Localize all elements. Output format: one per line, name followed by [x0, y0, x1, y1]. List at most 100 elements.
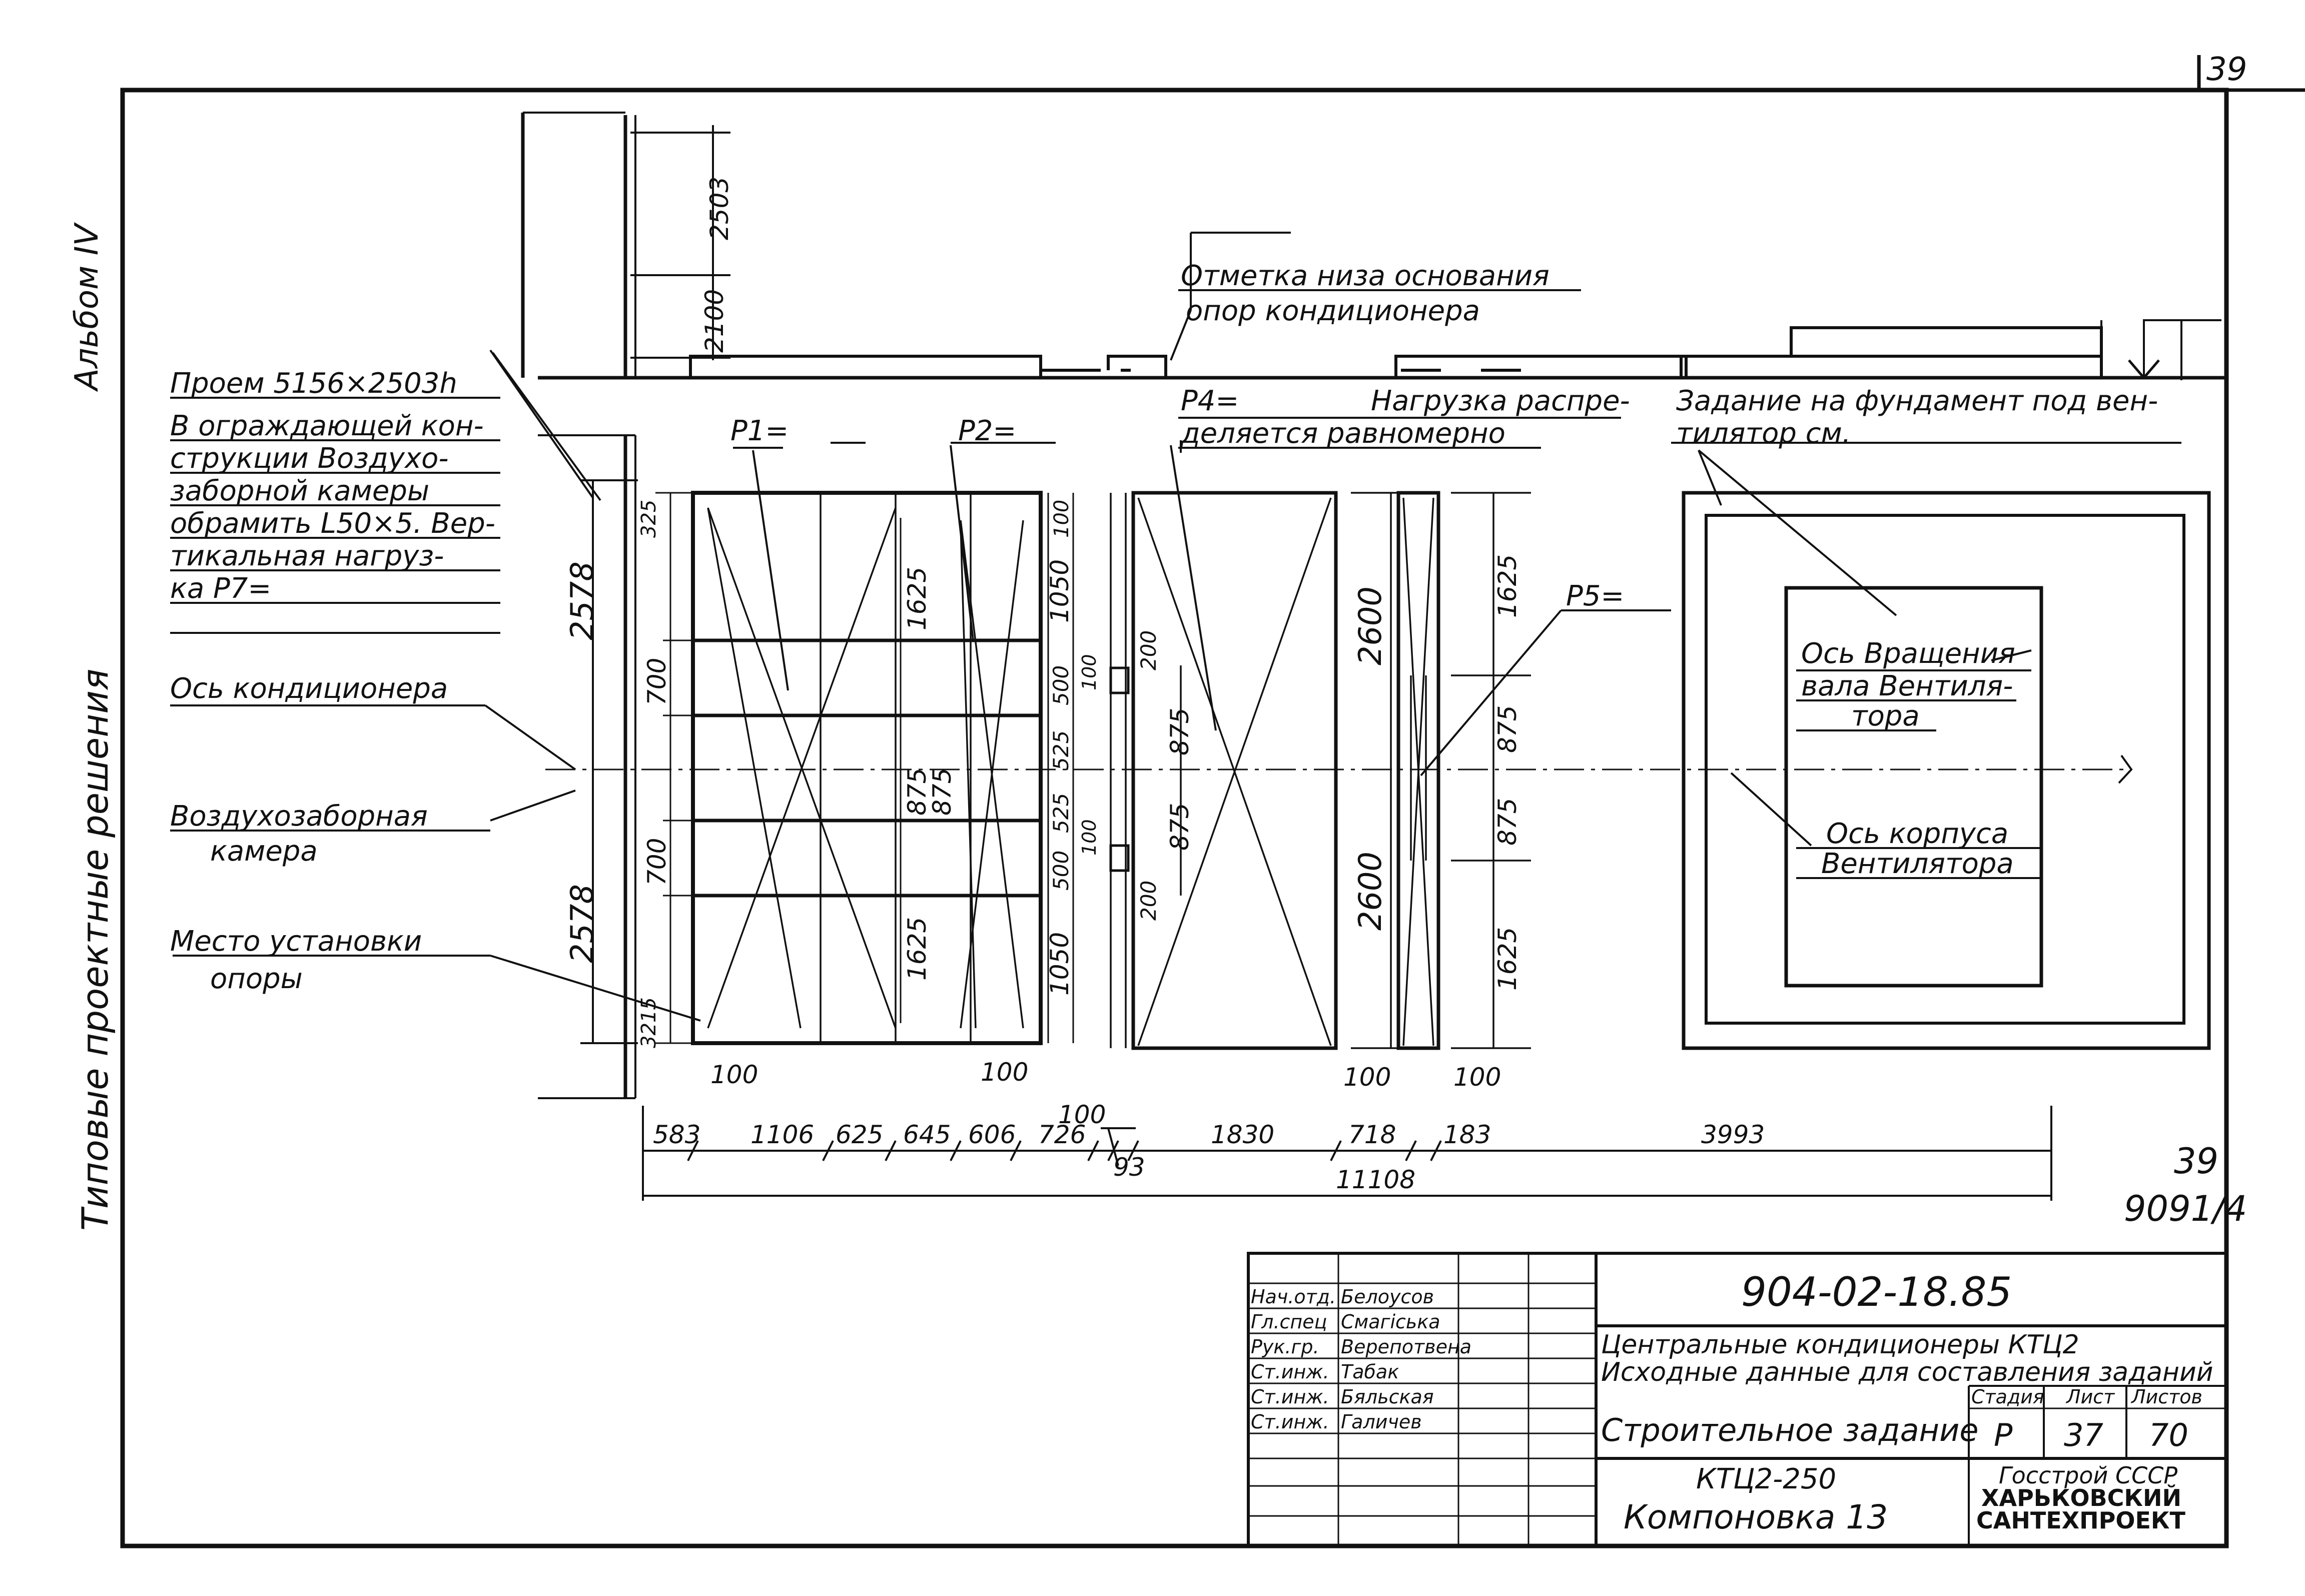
svg-text:Галичев: Галичев: [1341, 1411, 1422, 1433]
org-line-3: САНТЕХПРОЕКТ: [1976, 1507, 2185, 1534]
svg-text:100: 100: [1343, 1063, 1391, 1092]
svg-text:ка P7=: ка P7=: [170, 572, 271, 605]
svg-text:В ограждающей кон-: В ограждающей кон-: [170, 410, 484, 442]
fan-body: [1784, 586, 2043, 988]
svg-text:обрамить L50×5. Вер-: обрамить L50×5. Вер-: [170, 507, 495, 540]
svg-text:струкции Воздухо-: струкции Воздухо-: [170, 442, 449, 475]
svg-text:Ст.инж.: Ст.инж.: [1251, 1411, 1329, 1433]
model-label: КТЦ2-250: [1696, 1463, 1836, 1495]
svg-text:11108: 11108: [1336, 1165, 1415, 1194]
svg-text:Рук.гр.: Рук.гр.: [1251, 1336, 1319, 1358]
svg-text:Проем 5156×2503h: Проем 5156×2503h: [170, 367, 457, 400]
svg-text:Смагіська: Смагіська: [1341, 1311, 1440, 1333]
p4-label: P4=: [1181, 385, 1239, 417]
svg-text:1830: 1830: [1211, 1120, 1274, 1149]
svg-text:Ст.инж.: Ст.инж.: [1251, 1361, 1329, 1383]
svg-text:500: 500: [1049, 851, 1073, 891]
svg-text:875: 875: [1165, 803, 1194, 851]
svg-text:тикальная нагруз-: тикальная нагруз-: [170, 540, 444, 572]
p4-load-label-2: деляется равномерно: [1180, 417, 1505, 450]
air-chamber-label-2: камера: [210, 835, 318, 868]
svg-text:726: 726: [1038, 1120, 1086, 1149]
org-line-1: Госстрой СССР: [1999, 1462, 2177, 1489]
dimension-labels: 2503 2100 2578 2578 325 3215 700 700 162…: [564, 177, 1765, 1194]
fan-task-label: Задание на фундамент под вен-: [1676, 385, 2158, 417]
layout-label: Компоновка 13: [1624, 1498, 1888, 1536]
title-block-roles: Нач.отд. Белоусов Гл.спец Смагіська Рук.…: [1251, 1286, 1471, 1433]
opening-annotation: Проем 5156×2503h В ограждающей кон- стру…: [170, 367, 495, 605]
title-block: [1247, 1252, 2228, 1547]
svg-text:875: 875: [1493, 705, 1522, 753]
p1-label: P1=: [730, 415, 789, 447]
support-place-label-2: опоры: [210, 963, 303, 995]
fan-axis-label-3: тора: [1851, 700, 1920, 732]
svg-text:Гл.спец: Гл.спец: [1251, 1311, 1327, 1333]
svg-text:875: 875: [1493, 798, 1522, 846]
sheet-value: 37: [2064, 1417, 2103, 1453]
svg-text:625: 625: [836, 1120, 883, 1149]
svg-text:525: 525: [1049, 730, 1073, 770]
svg-text:2600: 2600: [1352, 852, 1388, 931]
svg-text:2100: 2100: [700, 289, 729, 353]
svg-text:заборной камеры: заборной камеры: [170, 475, 429, 507]
fan-axis-label-2: вала Вентиля-: [1801, 670, 2013, 702]
p5-label: P5=: [1566, 580, 1624, 612]
side-ref-code: 9091/4: [2124, 1188, 2247, 1229]
svg-text:606: 606: [968, 1120, 1016, 1149]
svg-text:1050: 1050: [1045, 932, 1074, 996]
org-line-2: ХАРЬКОВСКИЙ: [1981, 1484, 2181, 1511]
svg-text:700: 700: [642, 658, 671, 705]
svg-text:200: 200: [1136, 881, 1161, 921]
svg-text:183: 183: [1443, 1120, 1491, 1149]
sheet-header: Лист: [2065, 1386, 2115, 1408]
page-number: 39: [2206, 51, 2247, 88]
svg-text:200: 200: [1136, 630, 1161, 670]
doc-code: 904-02-18.85: [1741, 1269, 2012, 1315]
series-title: Типовые проектные решения: [74, 669, 116, 1231]
svg-text:875: 875: [928, 768, 957, 816]
sheet-border: [120, 88, 2229, 1548]
svg-text:583: 583: [653, 1120, 700, 1149]
svg-text:100: 100: [1453, 1063, 1501, 1092]
fan-body-axis-label-2: Вентилятора: [1821, 848, 2014, 880]
fan-axis-label: Ось Вращения: [1801, 637, 2015, 670]
support-place-label: Место установки: [170, 925, 422, 958]
svg-text:100: 100: [1078, 654, 1100, 690]
svg-text:Белоусов: Белоусов: [1341, 1286, 1434, 1308]
album-title: Альбом IV: [69, 222, 106, 392]
svg-text:Бяльская: Бяльская: [1341, 1386, 1434, 1408]
svg-text:2600: 2600: [1352, 586, 1388, 665]
svg-text:100: 100: [1058, 1100, 1106, 1129]
svg-text:1106: 1106: [750, 1120, 814, 1149]
svg-text:Ст.инж.: Ст.инж.: [1251, 1386, 1329, 1408]
svg-text:93: 93: [1113, 1153, 1145, 1182]
svg-text:100: 100: [1050, 500, 1073, 538]
svg-text:100: 100: [710, 1060, 758, 1089]
svg-text:325: 325: [637, 500, 660, 538]
svg-text:3215: 3215: [637, 997, 660, 1048]
svg-text:100: 100: [1078, 819, 1100, 856]
base-mark-label-2: опор кондиционера: [1186, 295, 1480, 327]
fan-foundation-outer: [1682, 491, 2211, 1050]
svg-text:2578: 2578: [564, 561, 600, 640]
unit-center-frame: [1131, 491, 1338, 1050]
sheets-header: Листов: [2130, 1386, 2202, 1408]
sheets-value: 70: [2149, 1417, 2188, 1453]
fan-task-label-2: тилятор см.: [1676, 417, 1851, 450]
svg-text:1625: 1625: [1493, 554, 1522, 618]
svg-text:2578: 2578: [564, 884, 600, 963]
svg-text:1625: 1625: [903, 917, 932, 981]
svg-text:645: 645: [903, 1120, 951, 1149]
unit-right-frame: [1396, 491, 1440, 1050]
svg-text:875: 875: [903, 768, 932, 816]
svg-text:3993: 3993: [1701, 1120, 1765, 1149]
svg-text:1050: 1050: [1045, 559, 1074, 623]
side-ref-num: 39: [2174, 1141, 2218, 1182]
desc-line-1: Центральные кондиционеры КТЦ2: [1601, 1330, 2079, 1360]
base-mark-label: Отметка низа основания: [1181, 260, 1550, 292]
stage-value: Р: [1994, 1417, 2013, 1453]
svg-text:Табак: Табак: [1341, 1361, 1399, 1383]
svg-text:1625: 1625: [903, 567, 932, 630]
svg-text:100: 100: [981, 1058, 1028, 1087]
